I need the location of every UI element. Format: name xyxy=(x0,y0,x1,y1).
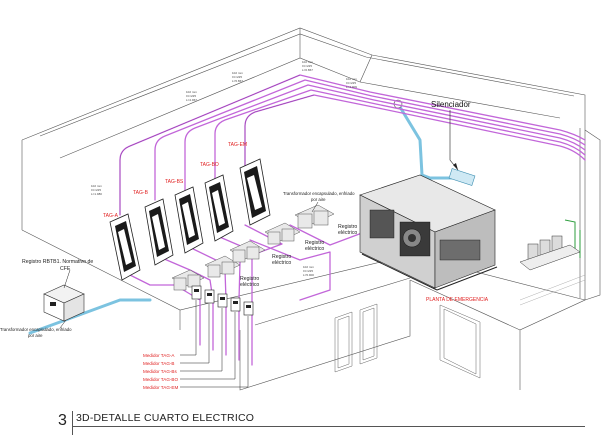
planta-emergencia-label: PLANTA DE EMERGENCIA xyxy=(426,297,489,303)
panel-tag-a xyxy=(109,213,141,281)
transformador-top-label-line1: Transformador encapsulado, enfriado xyxy=(283,191,355,196)
conduit-note-1: 102 mm l=t=225 L=1.980 xyxy=(91,184,102,196)
registro-rbtb1-label-line2: CFE xyxy=(60,266,71,272)
pump-station xyxy=(519,219,581,271)
registro-rbtb1-label-line1: Registro RBTB1. Normativo de xyxy=(22,259,93,265)
tag-bo-label: TAG-BO xyxy=(200,162,219,168)
registro-electrico-1-line2: eléctrico xyxy=(338,230,357,236)
meter-bank xyxy=(191,285,254,316)
registro-electrico-4-line2: eléctrico xyxy=(240,282,259,288)
transformador-left-label-line2: por aire xyxy=(28,333,43,338)
svg-text:102 mm: 102 mm xyxy=(303,265,314,269)
svg-text:102 mm: 102 mm xyxy=(186,90,197,94)
svg-text:l=t=225: l=t=225 xyxy=(303,269,313,273)
panel-tag-b xyxy=(144,198,174,266)
tag-a-label: TAG-A xyxy=(103,213,119,219)
emergency-generator xyxy=(359,174,498,291)
meter-leaders xyxy=(180,300,249,388)
svg-text:l=t=225: l=t=225 xyxy=(302,64,312,68)
tag-bs-label: TAG-BS xyxy=(165,179,184,185)
building-shell xyxy=(21,27,601,391)
svg-text:l=t=225: l=t=225 xyxy=(186,94,196,98)
silenciador-label: Silenciador xyxy=(431,100,471,109)
conduit-note-5: 102 mm l=t=225 L=4.909 xyxy=(346,77,357,89)
svg-text:l=t=225: l=t=225 xyxy=(91,188,101,192)
transformador-left-label-line1: Transformador encapsulado, enfriado xyxy=(0,327,72,332)
conduit-note-4: 102 mm l=t=225 L=6.867 xyxy=(302,60,313,72)
medidor-tag-a-label: Medidor TAG-A xyxy=(143,353,175,358)
panel-tag-em xyxy=(239,158,271,226)
transformador-top-label-line2: por aire xyxy=(311,197,326,202)
svg-text:L=4.967: L=4.967 xyxy=(186,98,197,102)
registro-electrico-2-line2: eléctrico xyxy=(305,246,324,252)
medidor-tag-em-label: Medidor TAG-EM xyxy=(143,385,178,390)
svg-text:l=t=225: l=t=225 xyxy=(346,81,356,85)
meter-bank-fronts xyxy=(194,289,251,308)
registro-electrico-2-line1: Registro xyxy=(305,240,324,246)
svg-text:L=6.867: L=6.867 xyxy=(302,68,313,72)
svg-text:L=1.980: L=1.980 xyxy=(91,192,102,196)
footer-divider-horizontal xyxy=(73,426,585,427)
medidor-tag-b-label: Medidor TAG-B xyxy=(143,361,175,366)
medidor-tag-bs-label: Medidor TAG-Bs xyxy=(143,369,177,374)
drawing-title: 3D-DETALLE CUARTO ELECTRICO xyxy=(76,412,255,424)
svg-text:l=t=225: l=t=225 xyxy=(232,75,242,79)
tag-b-label: TAG-B xyxy=(133,190,149,196)
svg-text:102 mm: 102 mm xyxy=(346,77,357,81)
svg-text:102 mm: 102 mm xyxy=(91,184,102,188)
svg-text:102 mm: 102 mm xyxy=(232,71,243,75)
right-wall-banding xyxy=(519,274,586,306)
footer-divider-vertical xyxy=(72,411,73,435)
svg-text:L=5.900: L=5.900 xyxy=(303,273,314,277)
svg-text:102 mm: 102 mm xyxy=(302,60,313,64)
conduit-note-3: 102 mm l=t=225 L=5.867 xyxy=(232,71,243,83)
registro-electrico-4-line1: Registro xyxy=(240,276,259,282)
conduit-bundle-dark xyxy=(119,74,315,215)
panel-tag-bo xyxy=(204,174,234,242)
registro-rbtb1-box xyxy=(43,269,85,322)
svg-text:L=4.909: L=4.909 xyxy=(346,85,357,89)
svg-text:L=5.867: L=5.867 xyxy=(232,79,243,83)
panel-tag-bs xyxy=(174,186,204,254)
tag-em-label: TAG-EM xyxy=(228,142,247,148)
silenciador-arrowhead xyxy=(453,163,458,170)
front-windows xyxy=(334,303,481,379)
conduit-note-6: 102 mm l=t=225 L=5.900 xyxy=(303,265,314,277)
registro-electrico-3-line2: eléctrico xyxy=(272,260,291,266)
drawing-number: 3 xyxy=(58,412,67,429)
transformer-group xyxy=(171,204,335,291)
registro-electrico-1-line1: Registro xyxy=(338,224,357,230)
conduit-note-2: 102 mm l=t=225 L=4.967 xyxy=(186,90,197,102)
registro-electrico-3-line1: Registro xyxy=(272,254,291,260)
medidor-tag-bo-label: Medidor TAG-BO xyxy=(143,377,178,382)
